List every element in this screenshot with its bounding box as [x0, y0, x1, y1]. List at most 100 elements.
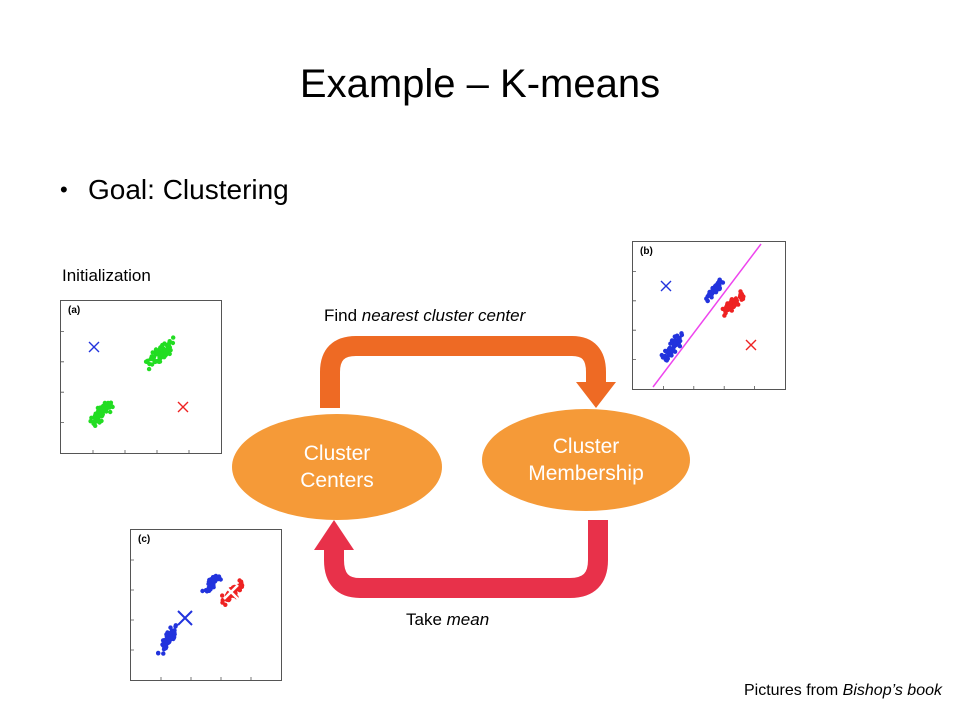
data-point: [157, 355, 162, 360]
take-mean-label: Take mean: [406, 610, 489, 630]
data-point: [95, 418, 101, 423]
plot-a-points: [61, 331, 190, 453]
data-point: [96, 408, 101, 413]
data-point: [724, 308, 729, 313]
axis-tick: [633, 329, 725, 389]
data-point: [167, 339, 172, 344]
axis-tick: [131, 619, 222, 680]
arrow-take-mean: [324, 520, 608, 598]
axis-tick: [131, 649, 252, 680]
data-point: [672, 334, 677, 339]
plot-c-tag: (c): [138, 534, 151, 545]
data-point: [163, 640, 168, 645]
data-point: [158, 347, 163, 352]
data-point: [167, 639, 172, 644]
data-point: [172, 630, 177, 635]
data-point: [211, 585, 216, 590]
bullet-dot-icon: •: [60, 177, 68, 202]
data-point: [664, 358, 669, 363]
data-point: [99, 418, 104, 424]
credit-italic: Bishop’s book: [842, 682, 942, 699]
data-point: [662, 353, 668, 359]
data-point: [211, 578, 216, 583]
find-label-italic: nearest cluster center: [361, 306, 526, 325]
data-point: [716, 280, 722, 285]
data-point: [143, 359, 149, 364]
plot-c-points: [131, 559, 252, 680]
node-membership-line2: Membership: [528, 462, 644, 485]
data-point: [93, 423, 98, 428]
data-point: [88, 419, 93, 424]
data-point: [89, 415, 94, 420]
axis-tick: [61, 422, 190, 453]
node-centers-line1: Cluster: [303, 441, 371, 465]
data-point: [734, 300, 739, 305]
data-point: [206, 581, 211, 587]
data-point: [171, 335, 176, 340]
data-point: [147, 361, 152, 367]
data-point: [163, 645, 169, 650]
credit-plain: Pictures from: [743, 682, 843, 699]
data-point: [162, 352, 167, 357]
data-point: [93, 411, 98, 416]
arrow-find-nearest: [320, 336, 606, 408]
data-point: [167, 351, 172, 357]
data-point: [162, 341, 167, 346]
data-point: [214, 574, 219, 580]
data-point: [220, 593, 225, 598]
data-point: [208, 587, 213, 592]
data-point: [704, 296, 709, 301]
data-point: [200, 588, 205, 594]
plot-membership: (b): [632, 241, 786, 390]
data-point: [146, 366, 152, 372]
mean-label-italic: mean: [446, 610, 490, 629]
center-red-cross-icon: [223, 584, 239, 600]
data-point: [104, 409, 109, 414]
axis-tick: [633, 300, 695, 389]
data-point: [669, 349, 674, 355]
data-point: [678, 338, 683, 344]
data-point: [150, 357, 156, 362]
node-centers-line2: Centers: [300, 469, 374, 492]
find-label-plain: Find: [324, 306, 362, 325]
data-point: [170, 340, 176, 346]
data-point: [167, 631, 172, 636]
data-point: [714, 287, 719, 292]
data-point: [166, 342, 171, 348]
data-point: [239, 584, 245, 589]
data-point: [98, 411, 103, 417]
data-point: [667, 345, 672, 351]
data-point: [156, 651, 161, 656]
arrow-find-nearest-head: [576, 382, 616, 408]
center-red-cross-icon: [177, 401, 189, 413]
node-membership-line1: Cluster: [552, 434, 620, 458]
picture-credit: Pictures from Bishop’s book: [744, 682, 942, 700]
data-point: [733, 296, 739, 301]
bullet-item: • Goal: Clustering: [60, 174, 289, 206]
data-point: [92, 415, 98, 421]
data-point: [669, 341, 674, 346]
data-point: [223, 602, 228, 607]
bullet-text: Goal: Clustering: [88, 174, 289, 205]
axis-tick: [61, 391, 158, 453]
data-point: [738, 293, 743, 298]
slide-title: Example – K-means: [299, 62, 661, 106]
data-point: [729, 308, 734, 313]
initialization-label: Initialization: [62, 266, 151, 285]
data-point: [105, 400, 111, 406]
find-nearest-label: Find nearest cluster center: [324, 306, 525, 326]
node-cluster-membership: Cluster Membership: [482, 409, 690, 511]
data-point: [168, 625, 173, 630]
plot-b-points: [633, 243, 762, 389]
axis-tick: [61, 361, 126, 453]
data-point: [707, 290, 712, 295]
plot-update: (c): [130, 529, 282, 681]
data-point: [165, 346, 170, 351]
plot-a-tag: (a): [68, 305, 81, 316]
mean-label-plain: Take: [406, 610, 447, 629]
data-point: [92, 419, 97, 424]
data-point: [168, 636, 174, 641]
data-point: [220, 597, 225, 603]
data-point: [237, 587, 242, 593]
